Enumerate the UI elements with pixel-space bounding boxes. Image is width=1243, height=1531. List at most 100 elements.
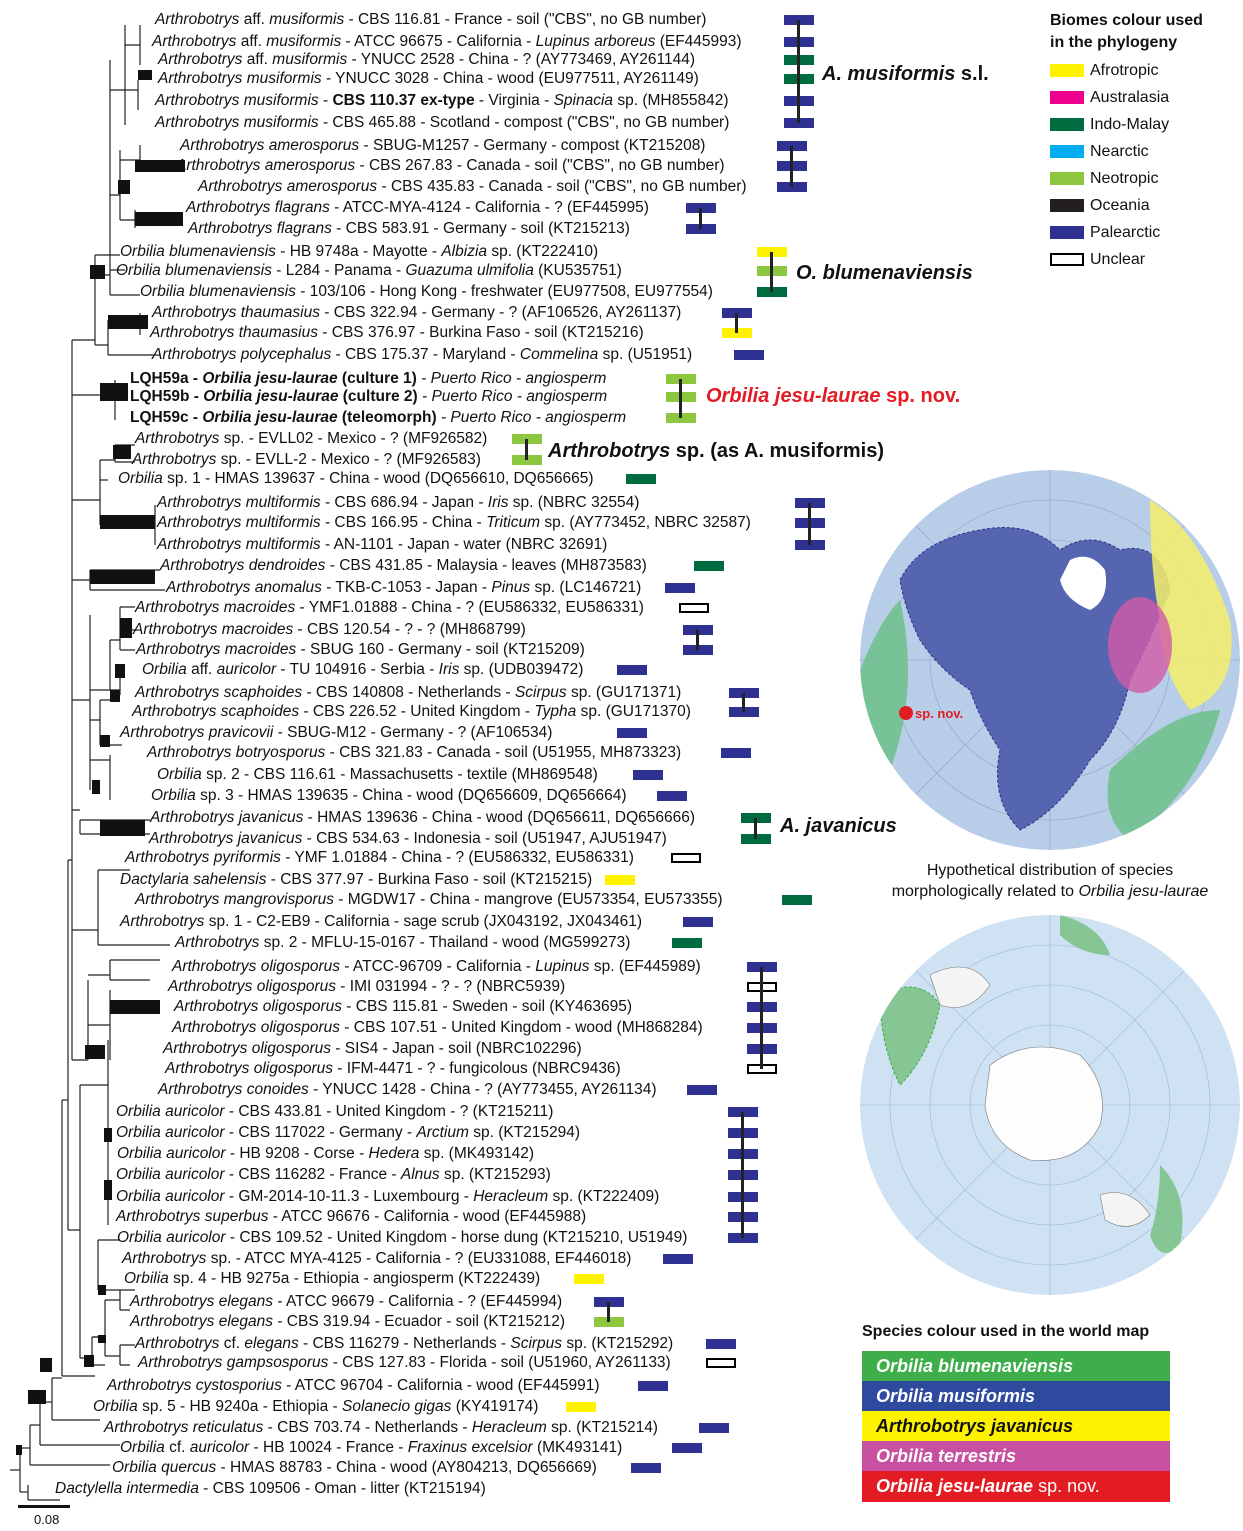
tip-label: Dactylaria sahelensis - CBS 377.97 - Bur… bbox=[120, 871, 593, 888]
biome-legend-item: Palearctic bbox=[1050, 219, 1203, 246]
biome-swatch bbox=[631, 1463, 661, 1473]
species-legend-item: Orbilia jesu-laurae sp. nov. bbox=[862, 1471, 1170, 1502]
biome-swatch bbox=[699, 1423, 729, 1433]
species-legend-item: Orbilia musiformis bbox=[862, 1381, 1170, 1412]
tip-label: LQH59b - Orbilia jesu-laurae (culture 2)… bbox=[130, 388, 608, 405]
tip-label: Orbilia blumenaviensis - 103/106 - Hong … bbox=[140, 283, 713, 300]
tip-label: Arthrobotrys multiformis - CBS 686.94 - … bbox=[157, 494, 640, 511]
tip-label: Arthrobotrys cf. elegans - CBS 116279 - … bbox=[135, 1335, 674, 1352]
tip-label: Orbilia blumenaviensis - HB 9748a - Mayo… bbox=[120, 243, 599, 260]
tip-label: Arthrobotrys aff. musiformis - ATCC 9667… bbox=[152, 33, 742, 50]
scale-label: 0.08 bbox=[34, 1512, 60, 1527]
biome-swatch bbox=[594, 1317, 624, 1327]
map-marker-label: sp. nov. bbox=[915, 706, 964, 721]
tip-label: Arthrobotrys thaumasius - CBS 322.94 - G… bbox=[152, 304, 682, 321]
biome-swatch bbox=[683, 645, 713, 655]
biome-legend-item: Nearctic bbox=[1050, 138, 1203, 165]
species-legend-item: Arthrobotrys javanicus bbox=[862, 1411, 1170, 1442]
swatch-connector bbox=[754, 818, 757, 839]
clade-label-orbilia-jesu-laurae: Orbilia jesu-laurae sp. nov. bbox=[706, 385, 961, 407]
biome-legend-swatch bbox=[1050, 118, 1084, 131]
biome-swatch bbox=[757, 287, 787, 297]
tip-label: Arthrobotrys pyriformis - YMF 1.01884 - … bbox=[125, 849, 634, 866]
biome-legend-swatch bbox=[1050, 145, 1084, 158]
swatch-connector bbox=[735, 313, 738, 333]
tip-label: Arthrobotrys amerosporus - SBUG-M1257 - … bbox=[180, 137, 706, 154]
tip-label: Arthrobotrys sp. 1 - C2-EB9 - California… bbox=[120, 913, 643, 930]
tip-label: Arthrobotrys gampsosporus - CBS 127.83 -… bbox=[138, 1354, 671, 1371]
biome-legend-swatch bbox=[1050, 199, 1084, 212]
tip-label: Arthrobotrys polycephalus - CBS 175.37 -… bbox=[152, 346, 693, 363]
biome-swatch bbox=[728, 1233, 758, 1243]
biome-swatch bbox=[626, 474, 656, 484]
tip-label: Orbilia sp. 3 - HMAS 139635 - China - wo… bbox=[151, 787, 627, 804]
species-legend-title: Species colour used in the world map bbox=[862, 1323, 1150, 1340]
tip-label: Arthrobotrys oligosporus - CBS 115.81 - … bbox=[174, 998, 633, 1015]
biome-legend-item: Australasia bbox=[1050, 84, 1203, 111]
biome-legend-label: Nearctic bbox=[1090, 142, 1149, 160]
biome-swatch bbox=[777, 182, 807, 192]
tip-label: Arthrobotrys oligosporus - CBS 107.51 - … bbox=[172, 1019, 703, 1036]
biome-legend-label: Palearctic bbox=[1090, 223, 1161, 241]
biome-swatch bbox=[672, 938, 702, 948]
tip-label: Arthrobotrys javanicus - HMAS 139636 - C… bbox=[150, 809, 696, 826]
biome-swatch bbox=[633, 770, 663, 780]
swatch-connector bbox=[770, 252, 773, 292]
biome-swatch bbox=[617, 665, 647, 675]
biome-swatch bbox=[687, 1085, 717, 1095]
biome-swatch bbox=[782, 895, 812, 905]
biome-legend-item: Indo-Malay bbox=[1050, 111, 1203, 138]
biome-legend-item: Oceania bbox=[1050, 192, 1203, 219]
biome-legend-swatch bbox=[1050, 253, 1084, 266]
tip-label: Arthrobotrys flagrans - CBS 583.91 - Ger… bbox=[188, 220, 630, 237]
biome-swatch bbox=[706, 1339, 736, 1349]
map-caption: Hypothetical distribution of species mor… bbox=[860, 860, 1240, 902]
tip-label: Arthrobotrys sp. - EVLL-2 - Mexico - ? (… bbox=[132, 451, 481, 468]
tip-label: Orbilia sp. 5 - HB 9240a - Ethiopia - So… bbox=[93, 1398, 539, 1415]
tip-label: Arthrobotrys anomalus - TKB-C-1053 - Jap… bbox=[166, 579, 642, 596]
biome-legend-label: Unclear bbox=[1090, 250, 1146, 268]
swatch-connector bbox=[742, 693, 745, 712]
biome-legend-swatch bbox=[1050, 226, 1084, 239]
biome-swatch bbox=[657, 791, 687, 801]
biome-swatch bbox=[721, 748, 751, 758]
tip-label: Arthrobotrys musiformis - YNUCC 3028 - C… bbox=[158, 70, 699, 87]
swatch-connector bbox=[699, 208, 702, 229]
tip-label: Orbilia auricolor - CBS 109.52 - United … bbox=[117, 1229, 688, 1246]
tip-label: Orbilia sp. 2 - CBS 116.61 - Massachuset… bbox=[157, 766, 598, 783]
biome-legend: Biomes colour used in the phylogeny Afro… bbox=[1050, 10, 1203, 273]
biome-swatch bbox=[784, 118, 814, 128]
tip-label: Arthrobotrys multiformis - CBS 166.95 - … bbox=[157, 514, 751, 531]
biome-legend-item: Afrotropic bbox=[1050, 57, 1203, 84]
biome-swatch bbox=[722, 328, 752, 338]
biome-swatch bbox=[741, 834, 771, 844]
biome-legend-label: Afrotropic bbox=[1090, 61, 1159, 79]
tip-label: Orbilia blumenaviensis - L284 - Panama -… bbox=[116, 262, 622, 279]
tip-label: Arthrobotrys oligosporus - IFM-4471 - ? … bbox=[165, 1060, 621, 1077]
tip-label: Orbilia auricolor - CBS 433.81 - United … bbox=[116, 1103, 554, 1120]
tip-label: Arthrobotrys sp. 2 - MFLU-15-0167 - Thai… bbox=[175, 934, 631, 951]
tip-label: Arthrobotrys oligosporus - SIS4 - Japan … bbox=[163, 1040, 582, 1057]
swatch-connector bbox=[696, 630, 699, 650]
tip-label: Arthrobotrys amerosporus - CBS 435.83 - … bbox=[198, 178, 747, 195]
tip-label: Arthrobotrys pravicovii - SBUG-M12 - Ger… bbox=[120, 724, 553, 741]
swatch-connector bbox=[790, 146, 793, 187]
tip-label: Arthrobotrys oligosporus - IMI 031994 - … bbox=[168, 978, 566, 995]
tip-label: Orbilia quercus - HMAS 88783 - China - w… bbox=[112, 1459, 597, 1476]
biome-legend-title: Biomes colour used bbox=[1050, 12, 1203, 29]
clade-label-a-musiformis: A. musiformis s.l. bbox=[822, 63, 989, 85]
biome-swatch-unclear bbox=[679, 603, 709, 613]
species-legend-item: Orbilia blumenaviensis bbox=[862, 1351, 1170, 1382]
swatch-connector bbox=[808, 503, 811, 545]
biome-swatch bbox=[663, 1254, 693, 1264]
biome-legend-label: Neotropic bbox=[1090, 169, 1159, 187]
tip-label: Arthrobotrys multiformis - AN-1101 - Jap… bbox=[157, 536, 608, 553]
biome-legend-swatch bbox=[1050, 64, 1084, 77]
tip-label: Arthrobotrys sp. - ATCC MYA-4125 - Calif… bbox=[122, 1250, 632, 1267]
tip-label: Arthrobotrys botryosporus - CBS 321.83 -… bbox=[147, 744, 682, 761]
map-caption-line1: Hypothetical distribution of species bbox=[926, 862, 1174, 879]
tip-label: Arthrobotrys aff. musiformis - CBS 116.8… bbox=[155, 11, 707, 28]
biome-swatch bbox=[683, 917, 713, 927]
north-polar-map: sp. nov. bbox=[860, 470, 1240, 850]
biome-swatch bbox=[665, 583, 695, 593]
